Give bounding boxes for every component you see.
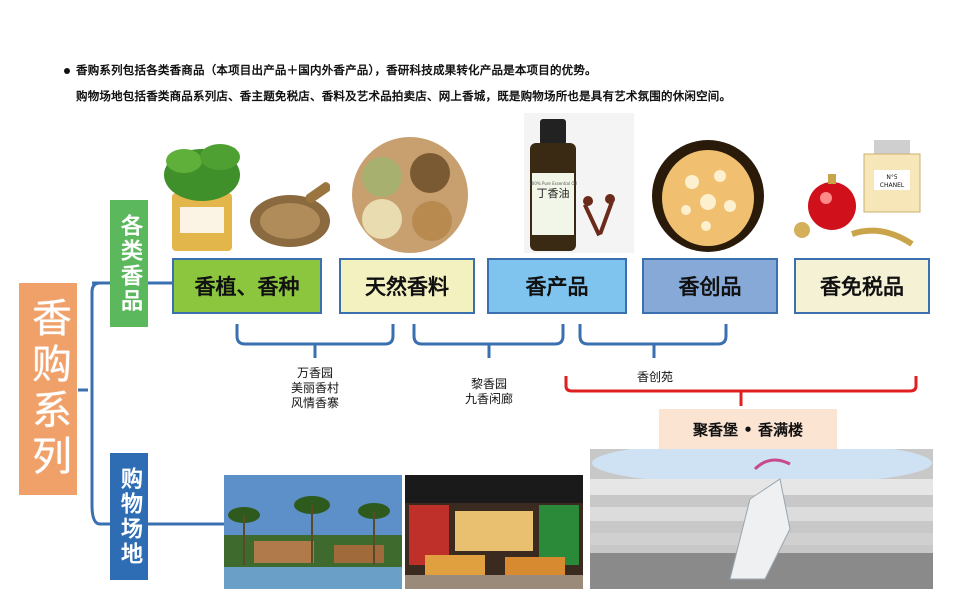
store-interior-photo bbox=[405, 475, 583, 589]
product-box-products: 香产品 bbox=[487, 258, 627, 314]
branch-venues-label: 购物场地 bbox=[117, 466, 142, 567]
product-box-creations: 香创品 bbox=[642, 258, 778, 314]
root-node: 香购系列 bbox=[19, 283, 77, 495]
place-group-3: 香创苑 bbox=[636, 370, 673, 384]
place-group-2: 黎香园 九香闲廊 bbox=[456, 377, 522, 407]
oil-bottle-label: 丁香油 bbox=[537, 186, 570, 200]
perfume-number: N°5 bbox=[886, 174, 897, 181]
resort-photo bbox=[224, 475, 402, 589]
place-jiuxiangxianlang: 九香闲廊 bbox=[464, 392, 513, 406]
intro-line-1-text: 香购系列包括各类香商品（本项目出产品＋国内外香产品），香研科技成果转化产品是本项… bbox=[76, 63, 597, 77]
oil-bottle-small-label: 100% Pure Essential Oil bbox=[529, 181, 576, 186]
main-venue-label: 聚香堡 • 香满楼 bbox=[692, 420, 804, 439]
intro-line-2: 购物场地包括香类商品系列店、香主题免税店、香料及艺术品拍卖店、网上香城，既是购物… bbox=[76, 89, 732, 103]
herb-plant-image bbox=[164, 144, 330, 251]
product-box-spices: 天然香料 bbox=[339, 258, 475, 314]
product-box-plants: 香植、香种 bbox=[172, 258, 322, 314]
place-fengqingxiangzhai: 风情香寨 bbox=[290, 396, 339, 410]
perfume-brand: CHANEL bbox=[880, 182, 905, 189]
essential-oil-image: 丁香油 100% Pure Essential Oil bbox=[524, 113, 634, 253]
product-label-duty-free: 香免税品 bbox=[820, 275, 904, 299]
place-lixiangyuan: 黎香园 bbox=[470, 377, 507, 391]
product-label-products: 香产品 bbox=[525, 275, 589, 299]
branch-categories-label: 各类香品 bbox=[117, 213, 142, 314]
natural-spices-image bbox=[352, 137, 468, 253]
product-label-spices: 天然香料 bbox=[365, 275, 449, 299]
bullet-icon bbox=[64, 67, 70, 74]
place-meilixiangcun: 美丽香村 bbox=[290, 381, 339, 395]
main-venue-box: 聚香堡 • 香满楼 bbox=[659, 409, 837, 449]
aroma-lamp-image bbox=[652, 140, 764, 252]
product-label-plants: 香植、香种 bbox=[194, 275, 300, 299]
root-label: 香购系列 bbox=[25, 297, 71, 481]
branch-venues: 购物场地 bbox=[110, 453, 148, 580]
duty-free-perfume-image: N°5 CHANEL bbox=[794, 140, 921, 247]
intro-line-1: 香购系列包括各类香商品（本项目出产品＋国内外香产品），香研科技成果转化产品是本项… bbox=[64, 62, 597, 78]
product-box-duty-free: 香免税品 bbox=[794, 258, 930, 314]
place-group-1: 万香园 美丽香村 风情香寨 bbox=[282, 366, 348, 411]
mall-atrium-photo bbox=[590, 449, 933, 589]
branch-categories: 各类香品 bbox=[110, 200, 148, 327]
place-wanxiangyuan: 万香园 bbox=[296, 366, 333, 380]
product-label-creations: 香创品 bbox=[678, 275, 742, 299]
